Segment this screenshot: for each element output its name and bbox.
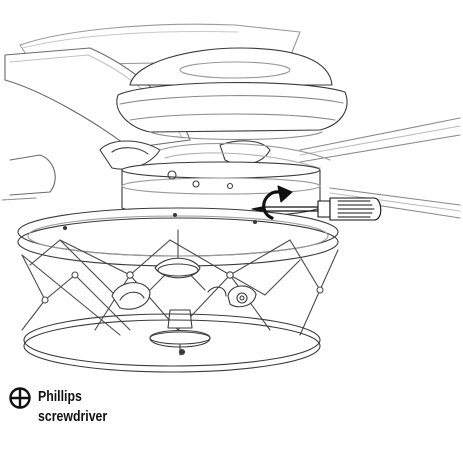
tool-name-line1: Phillips	[38, 389, 82, 405]
tool-legend: Phillips screwdriver	[8, 386, 208, 446]
screwdriver	[251, 197, 382, 221]
tool-name-line2: screwdriver	[38, 409, 108, 425]
switch-housing	[121, 161, 321, 218]
phillips-screw-head-icon	[9, 387, 31, 409]
blade-arms	[1, 140, 331, 201]
ceiling-fan-diagram	[1, 23, 461, 373]
tool-name: Phillips screwdriver	[38, 387, 119, 427]
rotate-arrow-icon	[262, 185, 293, 220]
cage-bottom-ring	[23, 313, 321, 373]
cage-lattice	[21, 229, 339, 336]
light-sockets	[111, 257, 257, 310]
fan-blade-right	[299, 117, 461, 219]
bottom-cap	[149, 309, 211, 356]
motor-housing	[116, 47, 348, 141]
